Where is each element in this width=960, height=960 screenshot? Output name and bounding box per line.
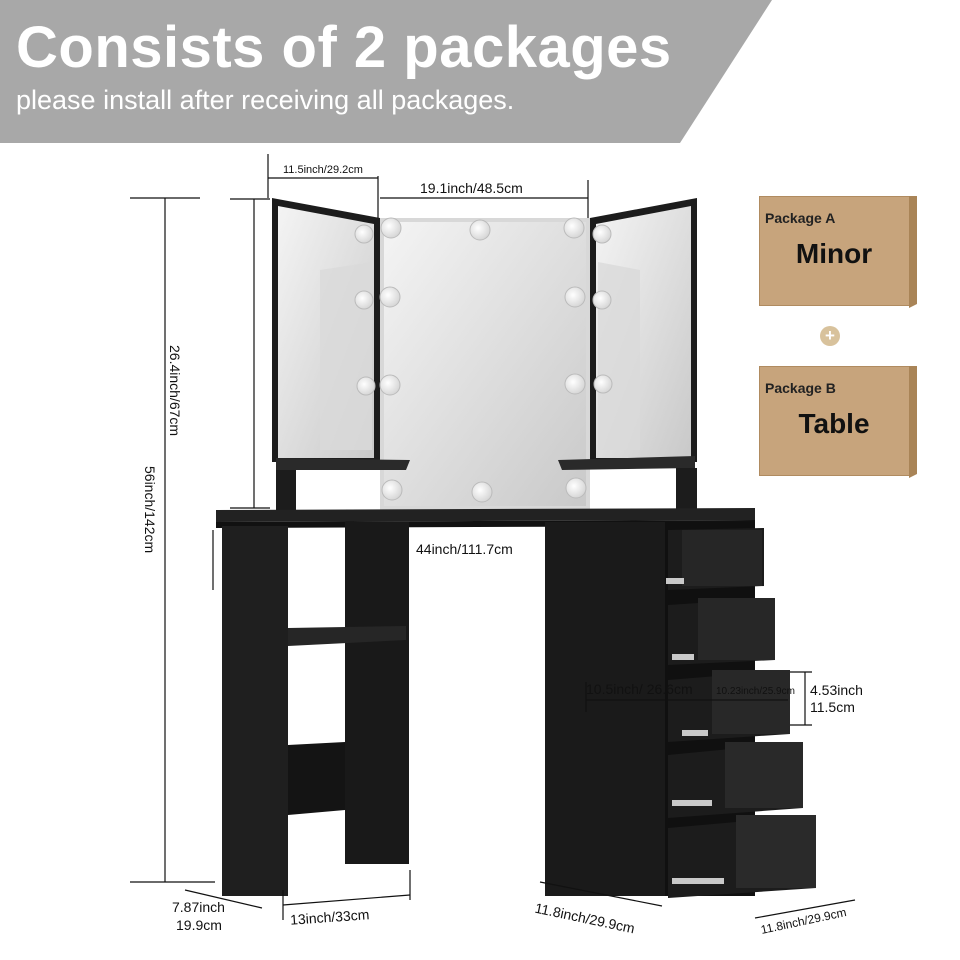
dim-total-height: 56inch/142cm — [142, 466, 158, 554]
dim-drawer-width: 10.5inch/ 26.6cm — [586, 681, 693, 697]
package-b-box: Package B Table — [759, 366, 919, 481]
package-a-box: Package A Minor — [759, 196, 919, 311]
dim-drawer-inner-width: 10.23inch/25.9cm — [716, 686, 795, 697]
banner-shape — [0, 0, 772, 143]
package-b-label: Package B — [765, 380, 836, 396]
package-b-item: Table — [798, 408, 870, 439]
dim-drawer-height-cm: 11.5cm — [810, 699, 855, 715]
header-banner: Consists of 2 packages please install af… — [0, 0, 960, 143]
tabletop — [216, 508, 755, 522]
package-a-item: Minor — [795, 238, 873, 269]
banner-subtitle: please install after receiving all packa… — [16, 85, 515, 115]
right-mirror-shelf — [558, 456, 695, 470]
left-leg-frame — [222, 522, 409, 896]
drawer-cabinet — [545, 522, 816, 898]
dimension-lines — [130, 154, 856, 920]
left-mirror-shelf — [276, 458, 410, 470]
dim-table-width: 44inch/111.7cm — [416, 541, 513, 557]
dim-mirror-height: 26.4inch/67cm — [167, 345, 183, 437]
dim-leg-depth-cm: 19.9cm — [176, 917, 222, 933]
dim-side-mirror-width: 11.5inch/29.2cm — [283, 164, 363, 176]
light-bulbs — [354, 217, 613, 503]
center-mirror — [380, 218, 590, 510]
dim-center-mirror-width: 19.1inch/48.5cm — [420, 180, 523, 196]
plus-icon: + — [820, 326, 840, 346]
package-a-label: Package A — [765, 210, 836, 226]
right-side-mirror — [590, 198, 697, 462]
left-side-mirror — [272, 198, 380, 462]
dim-leg-depth-in: 7.87inch — [172, 899, 225, 915]
dim-drawer-height-in: 4.53inch — [810, 682, 863, 698]
banner-title: Consists of 2 packages — [16, 15, 672, 80]
